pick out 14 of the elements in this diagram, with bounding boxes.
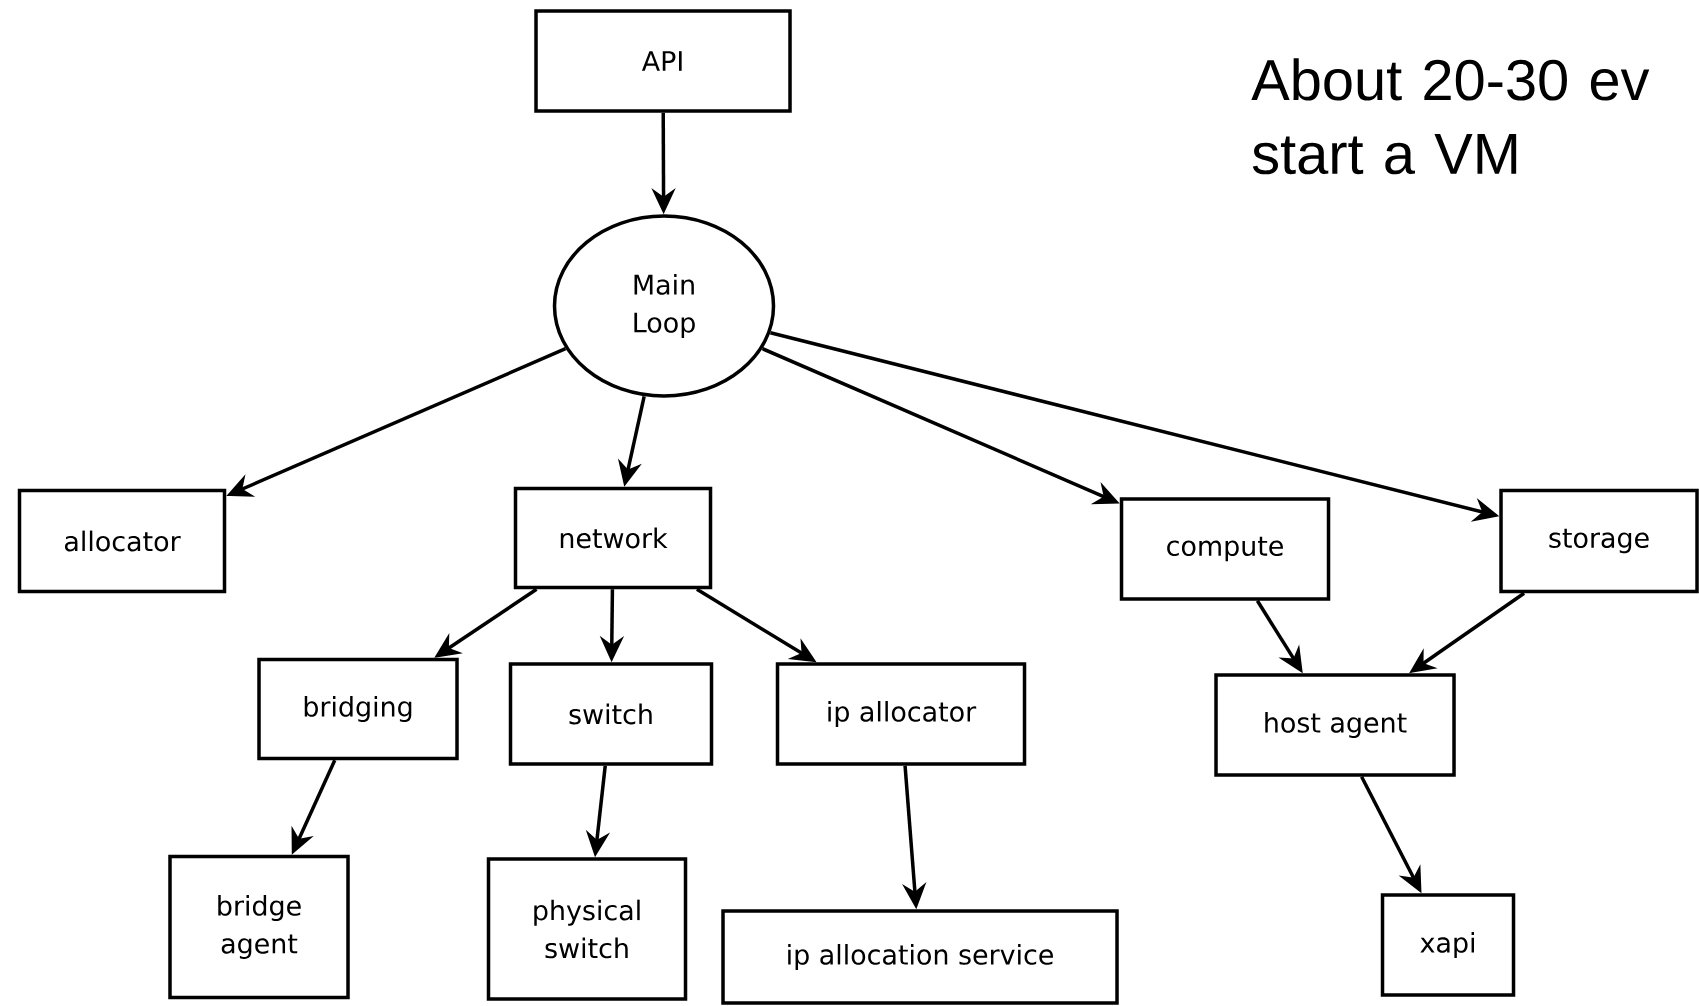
process-box: xapi — [1380, 893, 1516, 997]
process-box: host agent — [1214, 673, 1456, 777]
process-box: ip allocator — [775, 662, 1027, 766]
process-box: allocator — [17, 488, 227, 594]
process-box: ip allocation service — [721, 909, 1119, 1005]
process-box: bridge agent — [168, 854, 350, 1000]
note-text: About 20-30 ev start a VM — [1251, 58, 1650, 175]
process-box: compute — [1119, 497, 1331, 601]
process-box: storage — [1499, 488, 1699, 594]
process-box: bridging — [257, 657, 459, 761]
process-box: switch — [508, 662, 714, 766]
process-box: API — [534, 9, 792, 113]
process-box: network — [513, 486, 713, 590]
process-box: physical switch — [486, 857, 688, 1001]
